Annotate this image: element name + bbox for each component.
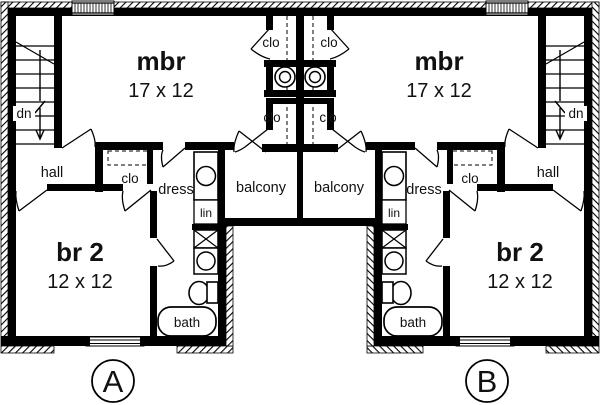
- unit-a-linen-label: lin: [200, 206, 212, 220]
- unit-b-upper-closet-label: clo: [320, 35, 337, 50]
- unit-a-br2-label: br 2: [56, 237, 104, 267]
- unit-b-br2-label: br 2: [496, 237, 544, 267]
- unit-b-hall-label: hall: [537, 165, 560, 181]
- unit-b-mbr-dims: 17 x 12: [406, 80, 472, 102]
- unit-b-stairs-down-label: dn: [568, 106, 583, 121]
- unit-a-dress-label: dress: [158, 182, 193, 198]
- unit-b-balcony-label: balcony: [314, 180, 365, 196]
- unit-b-dress-label: dress: [406, 182, 441, 198]
- unit-a-bath-label: bath: [174, 315, 200, 330]
- unit-b-bath-label: bath: [400, 315, 426, 330]
- unit-b-linen-label: lin: [388, 206, 400, 220]
- unit-b-labels: mbr 17 x 12 br 2 12 x 12 hall dn clo dre…: [314, 35, 584, 330]
- unit-a-stairs-down-label: dn: [16, 106, 31, 121]
- unit-a-mbr-label: mbr: [136, 46, 185, 76]
- unit-a-lower-closet-label: clo: [263, 110, 280, 125]
- unit-a-badge: A: [91, 359, 135, 403]
- unit-a-badge-letter: A: [103, 364, 124, 399]
- unit-b-badge-letter: B: [477, 364, 498, 399]
- unit-b-badge: B: [465, 359, 509, 403]
- unit-a-hall-closet-label: clo: [121, 171, 138, 186]
- unit-b-badge-circle: [465, 359, 509, 403]
- unit-a-mbr-dims: 17 x 12: [128, 80, 194, 102]
- unit-b-mbr-label: mbr: [414, 46, 463, 76]
- unit-a-balcony-label: balcony: [236, 180, 287, 196]
- unit-b-lower-closet-label: clo: [319, 110, 336, 125]
- unit-b-hall-closet-label: clo: [461, 171, 478, 186]
- unit-a-hall-label: hall: [41, 165, 64, 181]
- unit-a-upper-closet-label: clo: [262, 35, 279, 50]
- unit-b-br2-dims: 12 x 12: [487, 271, 553, 293]
- unit-a-br2-dims: 12 x 12: [47, 271, 113, 293]
- unit-a-labels: mbr 17 x 12 br 2 12 x 12 hall dn clo dre…: [16, 35, 286, 330]
- unit-a-badge-circle: [91, 359, 135, 403]
